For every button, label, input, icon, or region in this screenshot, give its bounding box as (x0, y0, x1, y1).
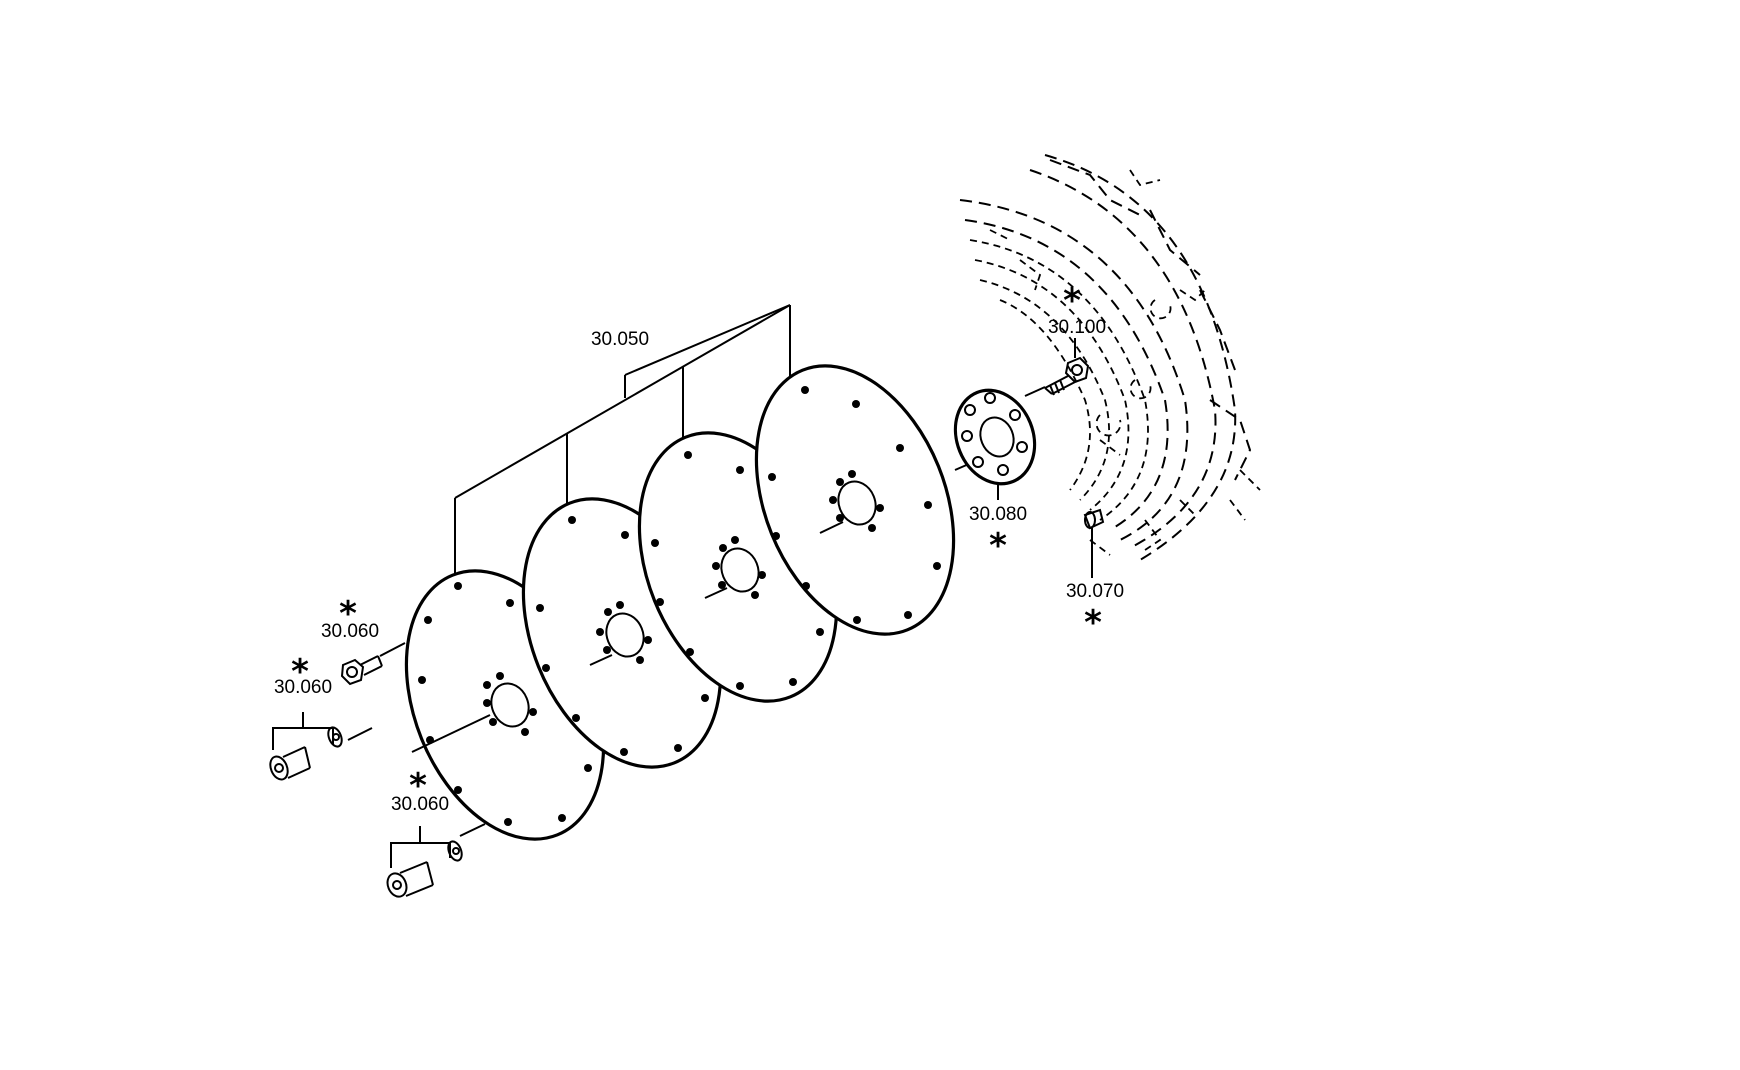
plug (1083, 508, 1105, 530)
asterisk-30-070: * (1084, 603, 1102, 643)
asterisk-30-060-upper: * (339, 594, 357, 634)
asterisk-30-060-left: * (291, 652, 309, 692)
axis-lines (347, 386, 1046, 837)
label-30-050: 30.050 (591, 329, 649, 350)
flywheel-bolt (1044, 356, 1090, 396)
bolt-lower (386, 840, 463, 898)
flywheel-housing (959, 154, 1261, 561)
asterisk-30-080: * (989, 526, 1007, 566)
bolt-upper (340, 655, 383, 686)
callout-lines (272, 338, 1093, 868)
label-30-060-lower: 30.060 (391, 794, 449, 815)
label-30-070: 30.070 (1066, 581, 1124, 602)
label-30-060-left: 30.060 (274, 677, 332, 698)
asterisk-30-060-lower: * (409, 766, 427, 806)
disc-4 (754, 364, 956, 636)
hub-plate (953, 388, 1037, 486)
label-30-100: 30.100 (1048, 317, 1106, 338)
disc-pack-leaders (454, 304, 791, 582)
label-30-080: 30.080 (969, 504, 1027, 525)
label-30-060-upper: 30.060 (321, 621, 379, 642)
asterisk-30-100: * (1063, 281, 1081, 321)
